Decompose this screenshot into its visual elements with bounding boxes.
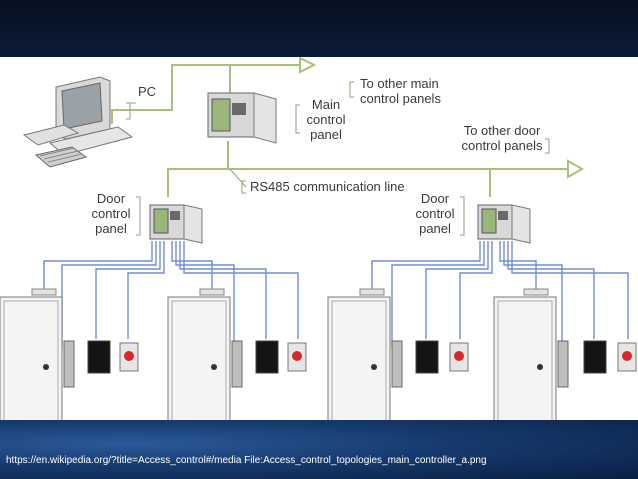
main-control-panel-box xyxy=(207,92,277,144)
arrow-other-door xyxy=(567,159,585,179)
pc-label: PC xyxy=(138,84,157,99)
rs485-label: RS485 communication line xyxy=(250,179,405,194)
main-control-panel-label: Main control panel xyxy=(306,97,346,142)
door-control-panel-right-box xyxy=(477,204,531,244)
door-2 xyxy=(167,288,307,420)
door-control-panel-left-label: Door control panel xyxy=(91,191,131,236)
door-1 xyxy=(0,288,139,420)
leader-lines xyxy=(126,81,550,236)
pc-computer xyxy=(22,76,134,168)
access-control-topology-diagram xyxy=(0,57,637,420)
slide-bottom-band xyxy=(0,420,638,479)
slide-top-band xyxy=(0,0,638,57)
door-control-panel-right-label: Door control panel xyxy=(415,191,455,236)
arrow-other-main xyxy=(299,57,317,74)
to-other-main-label: To other main control panels xyxy=(360,76,441,106)
network-lines xyxy=(111,57,585,197)
rs485-left-drop xyxy=(167,141,229,197)
door-control-panel-left-box xyxy=(149,204,203,244)
to-other-door-label: To other door control panels xyxy=(461,123,543,153)
diagram-panel: PC Main control panel To other main cont… xyxy=(0,57,638,420)
pc-to-main-line xyxy=(111,64,300,124)
source-url-caption: https://en.wikipedia.org/?title=Access_c… xyxy=(6,455,487,466)
door-4 xyxy=(493,288,637,420)
door-3 xyxy=(327,288,469,420)
door-wiring xyxy=(43,241,629,347)
